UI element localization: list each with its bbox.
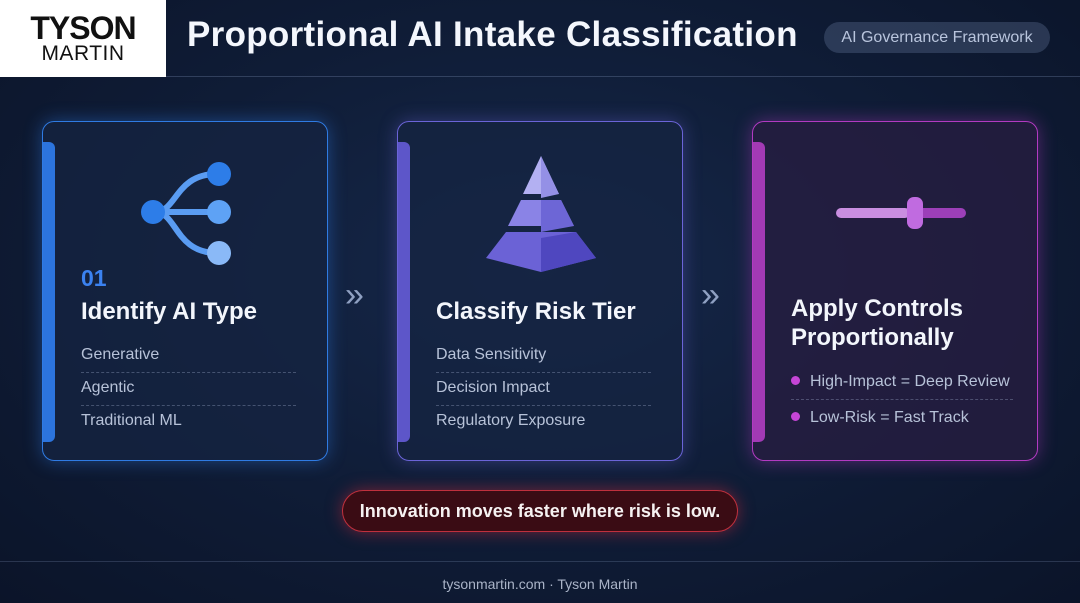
card-accent-bar [753, 142, 765, 442]
slider-icon [836, 197, 966, 229]
card-accent-bar [398, 142, 410, 442]
logo: TYSON MARTIN [0, 0, 166, 77]
pyramid-icon [486, 156, 596, 272]
logo-line1: TYSON [30, 9, 136, 46]
card-identify-ai-type: 01 Identify AI Type Generative Agentic T… [42, 121, 328, 461]
list-item: Regulatory Exposure [436, 412, 586, 429]
framework-badge: AI Governance Framework [824, 22, 1050, 53]
list-item: Decision Impact [436, 379, 651, 406]
card-title-line2: Proportionally [791, 324, 954, 351]
page-title: Proportional AI Intake Classification [187, 15, 798, 54]
callout-pill: Innovation moves faster where risk is lo… [342, 490, 738, 532]
list-item-text: Low-Risk = Fast Track [810, 409, 969, 426]
card-accent-bar [43, 142, 55, 442]
list-item: Data Sensitivity [436, 346, 651, 373]
list-item: Agentic [81, 379, 296, 406]
bullet-dot [791, 376, 800, 385]
bullet-dot [791, 412, 800, 421]
footer-credit: tysonmartin.com · Tyson Martin [0, 561, 1080, 603]
card-classify-risk-tier: Classify Risk Tier Data Sensitivity Deci… [397, 121, 683, 461]
card-title-line1: Apply Controls [791, 295, 963, 322]
card-apply-controls: Apply Controls Proportionally High-Impac… [752, 121, 1038, 461]
chevron-right-icon: » [701, 276, 720, 314]
step-number: 01 [81, 265, 107, 291]
logo-line2: MARTIN [41, 41, 125, 65]
list-item: Traditional ML [81, 412, 182, 429]
chevron-right-icon: » [345, 276, 364, 314]
branch-network-icon [141, 162, 231, 265]
card-title: Classify Risk Tier [436, 298, 636, 325]
list-item: High-Impact = Deep Review [791, 373, 1013, 400]
list-item: Low-Risk = Fast Track [791, 409, 1013, 435]
header: TYSON MARTIN Proportional AI Intake Clas… [0, 0, 1080, 77]
list-item-text: High-Impact = Deep Review [810, 373, 1010, 390]
card-title: Identify AI Type [81, 298, 258, 325]
list-item: Generative [81, 346, 296, 373]
